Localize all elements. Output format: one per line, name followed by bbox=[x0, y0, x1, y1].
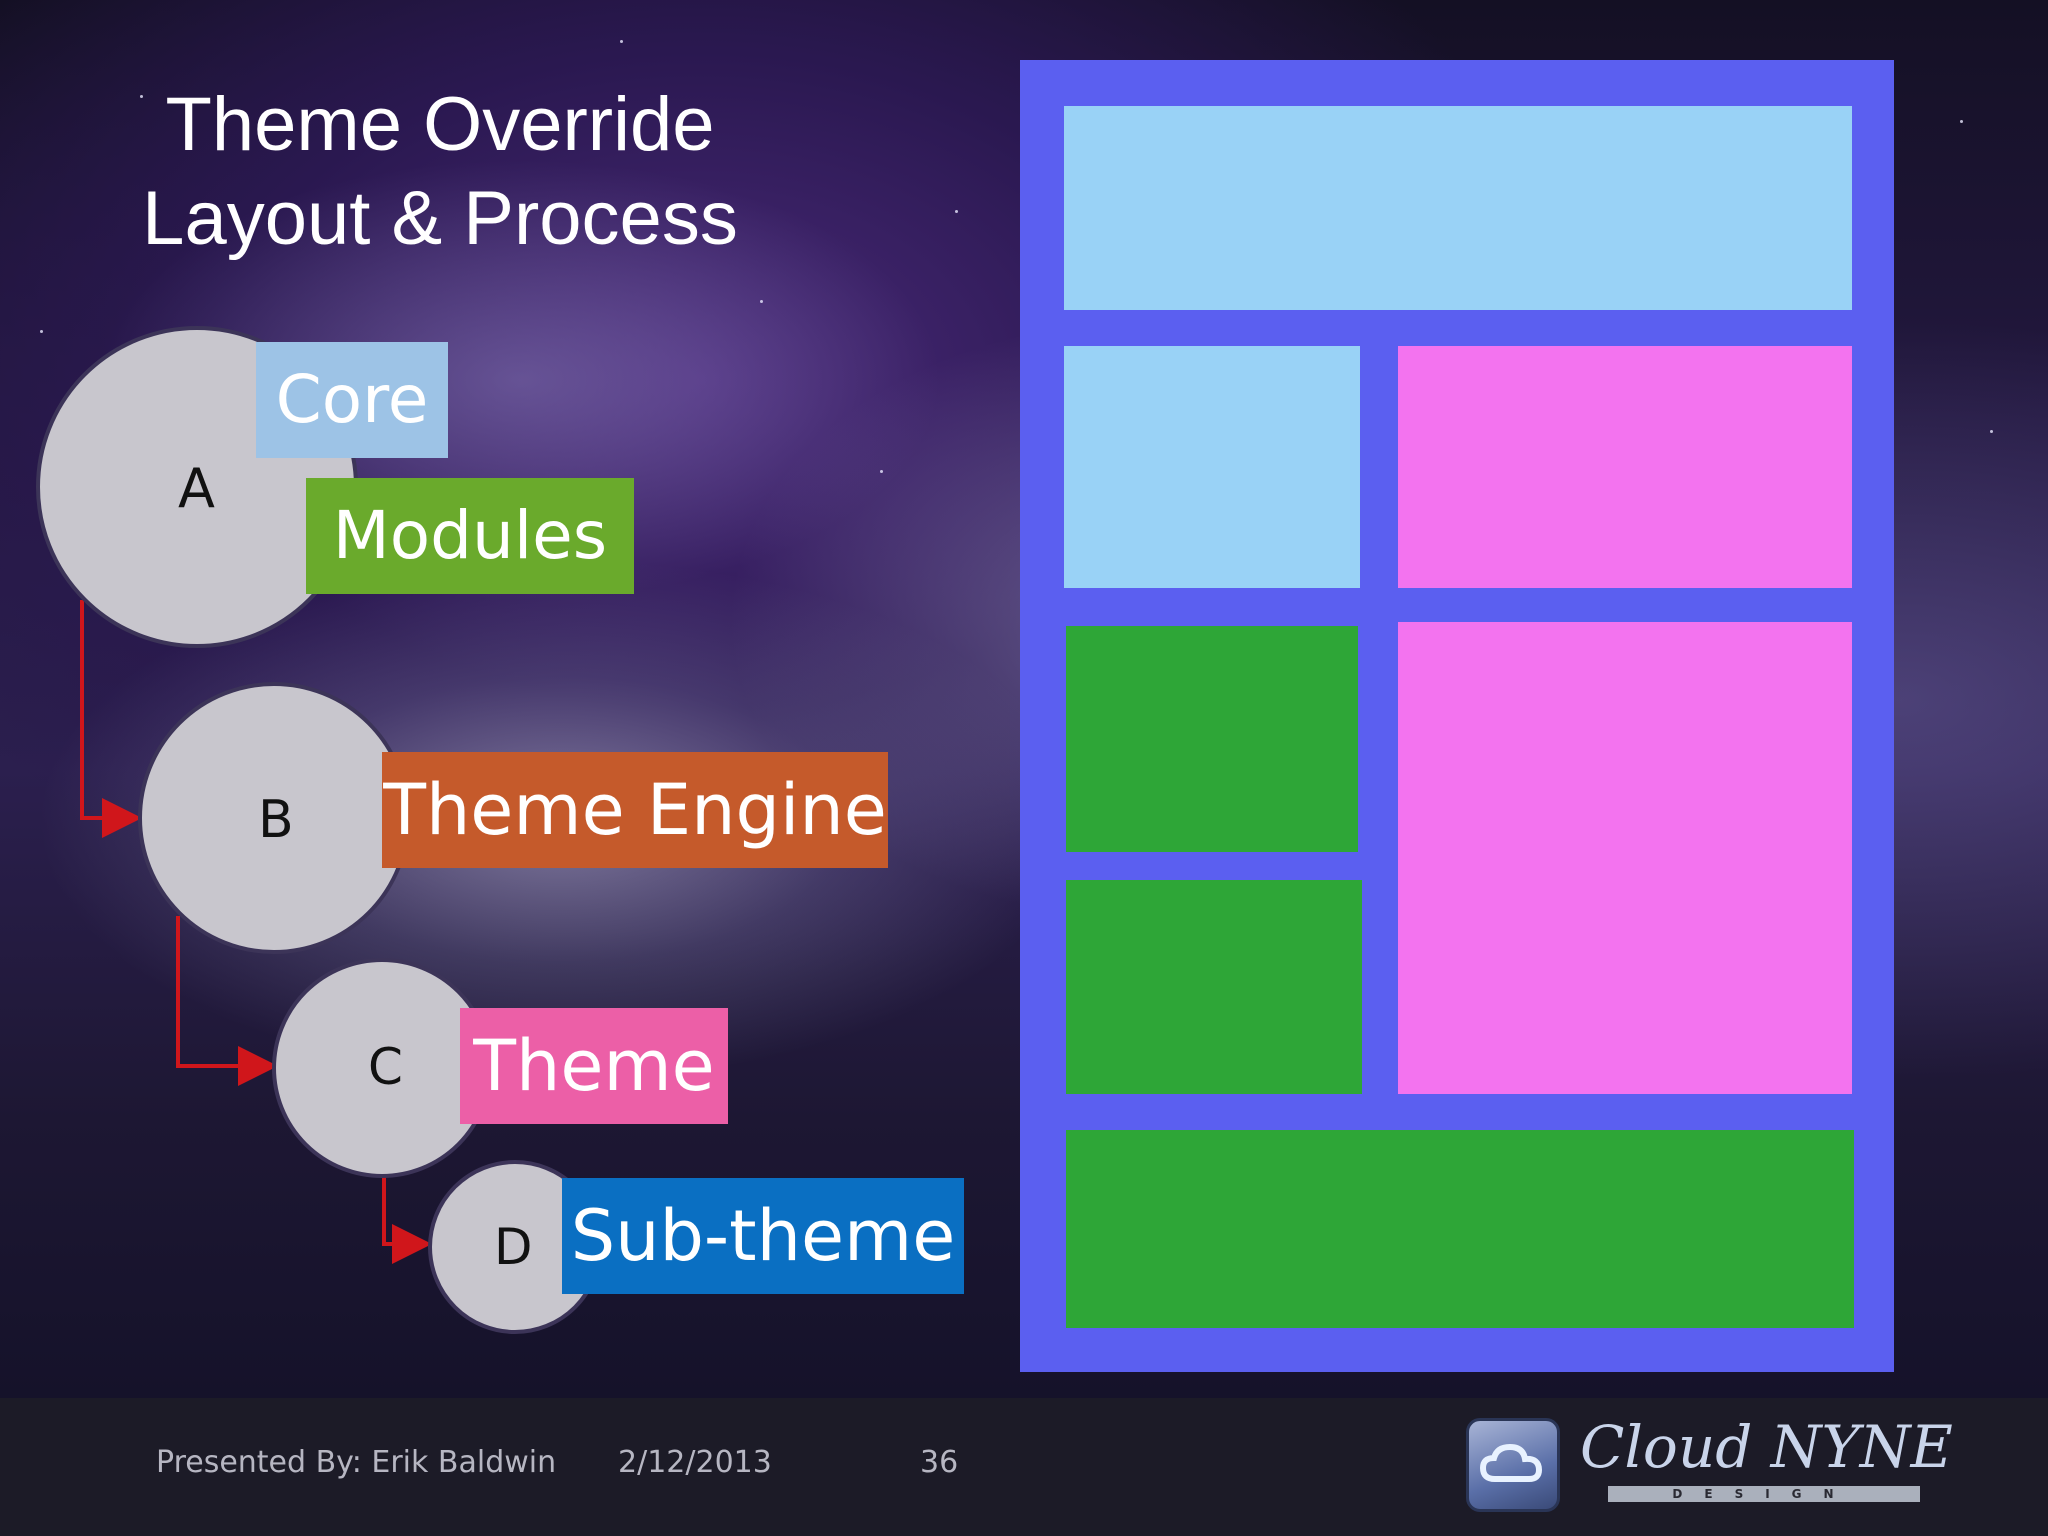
company-logo-subtext: DESIGN bbox=[1608, 1486, 1920, 1502]
title-line-2: Layout & Process bbox=[142, 176, 738, 261]
cloud-logo-icon bbox=[1466, 1418, 1560, 1512]
step-circle-b bbox=[138, 682, 410, 954]
star bbox=[140, 95, 143, 98]
star bbox=[760, 300, 763, 303]
step-circle-c bbox=[272, 958, 492, 1178]
star bbox=[880, 470, 883, 473]
footer-page-number: 36 bbox=[920, 1445, 959, 1480]
layout-header-block bbox=[1064, 106, 1852, 310]
star bbox=[40, 330, 43, 333]
label-modules: Modules bbox=[306, 478, 634, 594]
title-line-1: Theme Override bbox=[165, 82, 715, 167]
label-sub-theme: Sub-theme bbox=[562, 1178, 964, 1294]
step-letter-d: D bbox=[494, 1218, 533, 1276]
company-logo-text: Cloud NYNE bbox=[1580, 1413, 1953, 1481]
step-letter-c: C bbox=[368, 1038, 403, 1096]
connector-arrow-c-d bbox=[382, 1176, 432, 1264]
footer-date: 2/12/2013 bbox=[618, 1445, 772, 1480]
label-theme-engine: Theme Engine bbox=[382, 752, 888, 868]
layout-region-block-1 bbox=[1066, 626, 1358, 852]
footer-bar bbox=[0, 1398, 2048, 1536]
layout-footer-block bbox=[1066, 1130, 1854, 1328]
star bbox=[620, 40, 623, 43]
label-theme: Theme bbox=[460, 1008, 728, 1124]
step-letter-a: A bbox=[178, 457, 215, 520]
layout-mockup-frame bbox=[1020, 60, 1894, 1372]
layout-sidebar-block bbox=[1064, 346, 1360, 588]
connector-arrow-b-c bbox=[176, 916, 278, 1086]
layout-region-block-2 bbox=[1066, 880, 1362, 1094]
layout-content-block-top bbox=[1398, 346, 1852, 588]
connector-arrow-a-b bbox=[80, 600, 142, 838]
label-core: Core bbox=[256, 342, 448, 458]
slide-title: Theme Override Layout & Process bbox=[80, 78, 800, 266]
footer-presenter: Presented By: Erik Baldwin bbox=[156, 1445, 557, 1480]
star bbox=[1960, 120, 1963, 123]
diagram-connectors bbox=[80, 600, 432, 1264]
step-letter-b: B bbox=[258, 790, 294, 850]
star bbox=[1990, 430, 1993, 433]
star bbox=[955, 210, 958, 213]
layout-content-block-main bbox=[1398, 622, 1852, 1094]
